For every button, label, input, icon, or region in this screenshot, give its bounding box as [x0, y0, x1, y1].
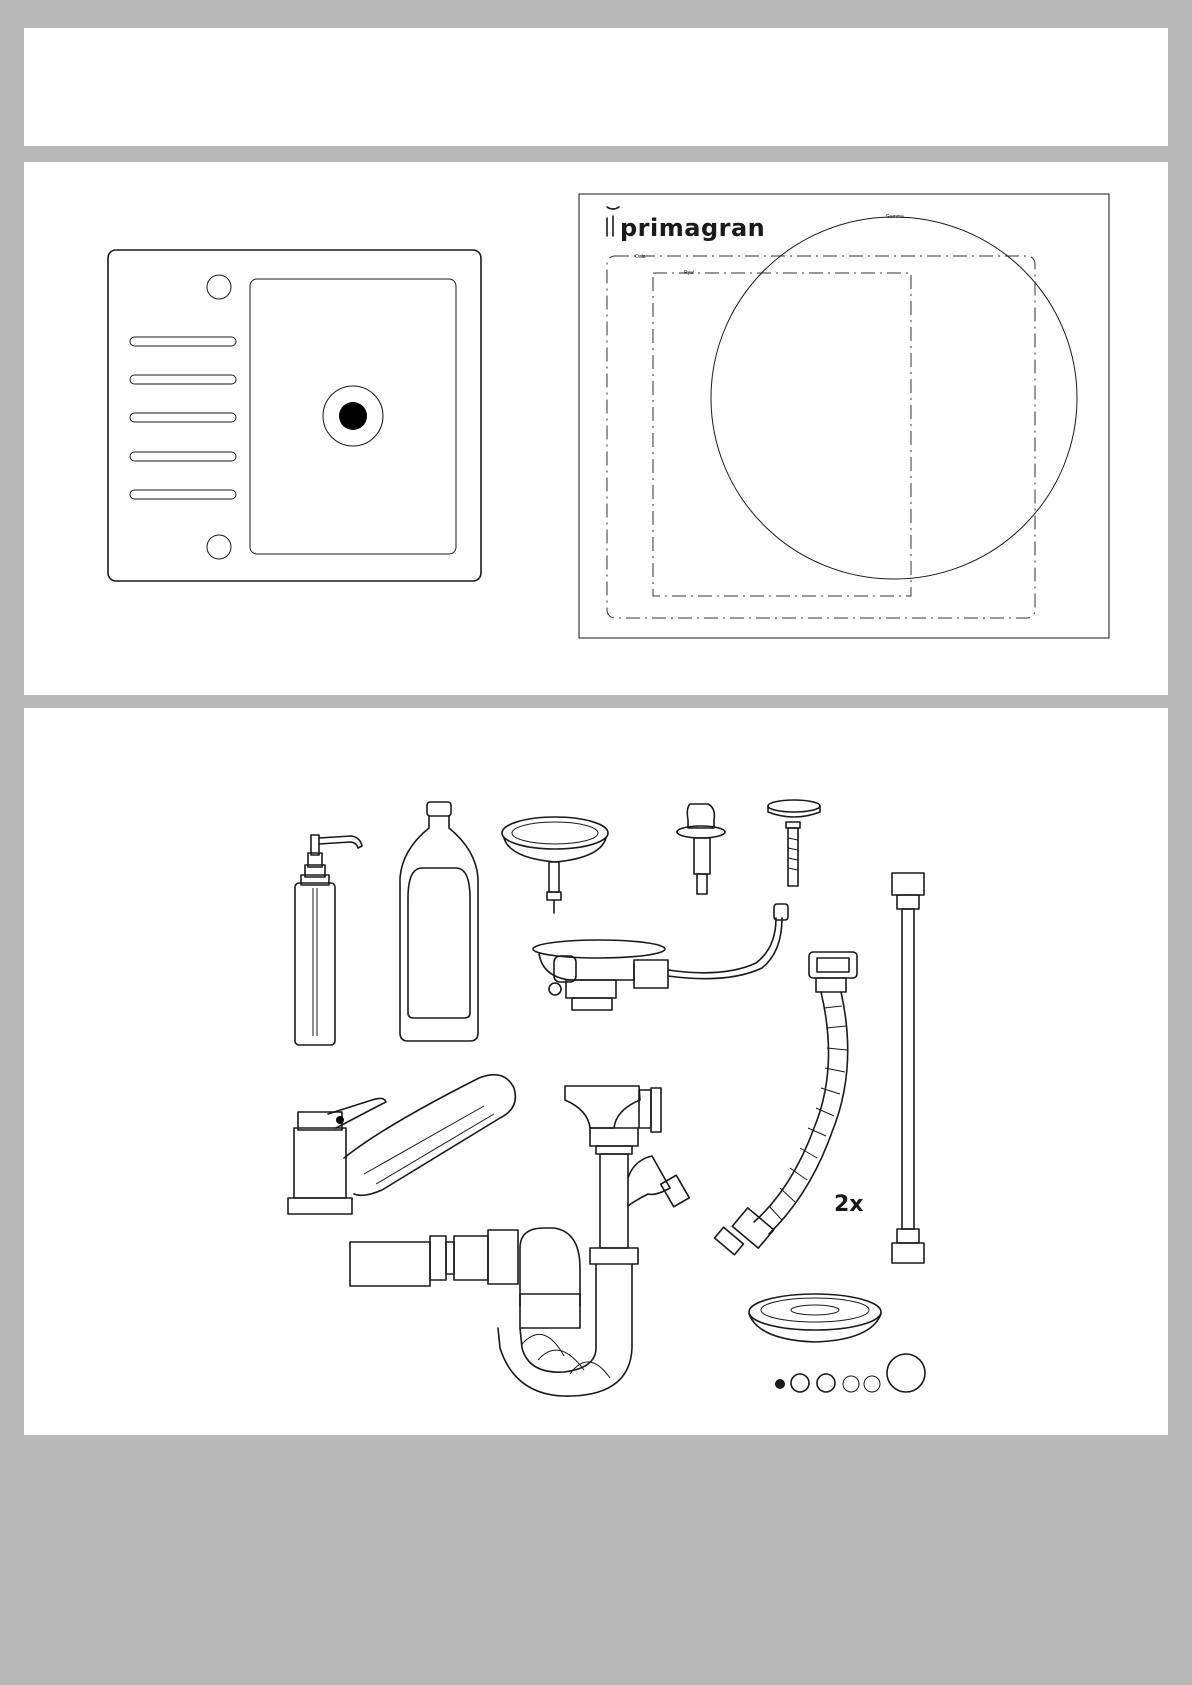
- header-panel: [24, 28, 1168, 146]
- strainer-basket-2-icon: [749, 1294, 881, 1342]
- accessories-panel: 2x: [24, 708, 1168, 1435]
- sink-overview-panel: primagran Gamma Oala Ryal: [24, 162, 1168, 695]
- soap-dispenser-icon: [295, 835, 362, 1045]
- flexible-hose-icon: [892, 873, 924, 1263]
- seals-icon: [775, 1354, 925, 1392]
- faucet-icon: [288, 1075, 515, 1214]
- inner-cutout-label: Ryal: [684, 270, 694, 276]
- cleaner-bottle-icon: [400, 802, 478, 1041]
- brand-name: primagran: [620, 214, 765, 242]
- popup-button-icon: [677, 804, 725, 894]
- siphon-icon: [350, 1086, 689, 1396]
- waste-fitting-icon: [533, 904, 788, 1010]
- cutout-template: [579, 194, 1109, 638]
- brand-logo-icon: [607, 207, 619, 236]
- strainer-basket-icon: [502, 817, 608, 913]
- circle-label: Gamma: [886, 214, 904, 220]
- outer-cutout-label: Oala: [635, 254, 646, 260]
- hose-quantity-label: 2x: [834, 1192, 864, 1217]
- overflow-cap-icon: [768, 800, 820, 886]
- sink-icon: [108, 250, 481, 581]
